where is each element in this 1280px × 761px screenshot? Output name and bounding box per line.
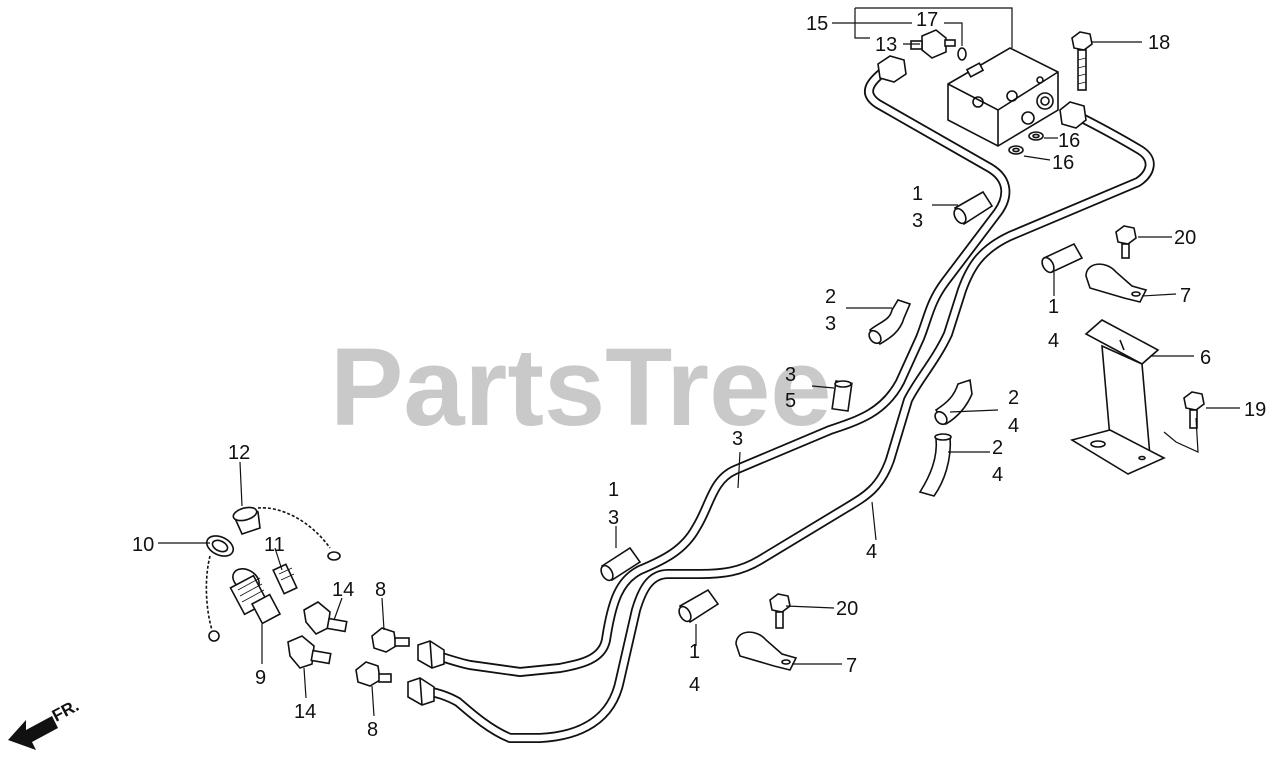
dust-cap-10[interactable] bbox=[204, 532, 237, 642]
tube-4-end-nut-front bbox=[407, 677, 435, 706]
callout-3-tube: 3 bbox=[732, 428, 743, 450]
callout-4-right-lower: 4 bbox=[992, 464, 1003, 486]
tube-3-end-nut-rear bbox=[877, 55, 907, 83]
callout-2-upper: 2 bbox=[825, 286, 836, 308]
elbow-14-upper[interactable] bbox=[303, 601, 348, 635]
callout-20-upper: 20 bbox=[1174, 227, 1196, 249]
hose-2-right-lower[interactable] bbox=[918, 433, 952, 497]
hose-1-upper[interactable] bbox=[952, 190, 994, 226]
tube-3[interactable] bbox=[423, 63, 1011, 677]
callout-1-middle: 1 bbox=[608, 479, 619, 501]
quick-coupler-9[interactable] bbox=[229, 564, 282, 625]
callout-13: 13 bbox=[875, 34, 897, 56]
callout-11: 11 bbox=[264, 534, 285, 556]
tube-3-end-nut-front bbox=[417, 640, 445, 669]
elbow-fitting-17[interactable] bbox=[910, 29, 956, 59]
adapter-11[interactable] bbox=[272, 563, 298, 595]
watermark-text: PartsTree bbox=[330, 326, 831, 449]
callout-5: 5 bbox=[785, 390, 796, 412]
callout-10: 10 bbox=[132, 534, 154, 556]
fitting-8-upper[interactable] bbox=[371, 627, 410, 653]
bolt-20-lower[interactable] bbox=[769, 593, 791, 629]
callout-8-upper: 8 bbox=[375, 579, 386, 601]
o-ring-16-lower[interactable] bbox=[1008, 145, 1024, 155]
bracket-6[interactable] bbox=[1069, 319, 1166, 475]
front-arrow-icon bbox=[8, 716, 58, 750]
elbow-14-lower[interactable] bbox=[287, 635, 332, 669]
clamp-7-upper[interactable] bbox=[1085, 263, 1148, 303]
callout-16-upper: 16 bbox=[1058, 130, 1080, 152]
leader-lines bbox=[158, 7, 1240, 717]
callout-4-right-upper: 4 bbox=[1008, 415, 1019, 437]
callout-4-tube: 4 bbox=[866, 541, 877, 563]
bolt-19[interactable] bbox=[1183, 391, 1205, 429]
callout-3-third: 3 bbox=[785, 364, 796, 386]
callout-2-right-upper: 2 bbox=[1008, 387, 1019, 409]
callout-6: 6 bbox=[1200, 347, 1211, 369]
valve-block[interactable] bbox=[947, 47, 1059, 147]
hose-1-right[interactable] bbox=[1040, 242, 1084, 274]
callout-7-upper: 7 bbox=[1180, 285, 1191, 307]
callout-1-upper: 1 bbox=[912, 183, 923, 205]
callout-1-lower: 1 bbox=[689, 641, 700, 663]
callout-20-lower: 20 bbox=[836, 598, 858, 620]
hose-1-lower[interactable] bbox=[677, 588, 720, 624]
callout-14-upper: 14 bbox=[332, 579, 354, 601]
callout-labels: 15 17 13 18 16 16 1 3 20 2 3 7 1 4 6 3 5… bbox=[132, 9, 1266, 741]
callout-2-right-lower: 2 bbox=[992, 437, 1003, 459]
clamp-7-lower[interactable] bbox=[735, 631, 798, 671]
callout-4-lower: 4 bbox=[689, 674, 700, 696]
callout-3-upper: 3 bbox=[912, 210, 923, 232]
o-ring-13[interactable] bbox=[957, 47, 967, 61]
bolt-20-upper[interactable] bbox=[1115, 225, 1137, 259]
dust-plug-12[interactable] bbox=[232, 505, 341, 561]
callout-17: 17 bbox=[916, 9, 938, 31]
callout-1-right: 1 bbox=[1048, 296, 1059, 318]
front-direction-indicator: FR. bbox=[8, 696, 82, 750]
tube-4-end-nut-rear bbox=[1059, 101, 1087, 129]
o-ring-16-upper[interactable] bbox=[1028, 131, 1044, 141]
hose-2-elbow-upper[interactable] bbox=[867, 299, 912, 346]
callout-16-lower: 16 bbox=[1052, 152, 1074, 174]
callout-12: 12 bbox=[228, 442, 250, 464]
callout-3-second: 3 bbox=[825, 313, 836, 335]
callout-18: 18 bbox=[1148, 32, 1170, 54]
callout-3-middle: 3 bbox=[608, 507, 619, 529]
callout-9: 9 bbox=[255, 667, 266, 689]
callout-4-right: 4 bbox=[1048, 330, 1059, 352]
callout-15: 15 bbox=[806, 13, 828, 35]
bolt-18[interactable] bbox=[1071, 31, 1093, 91]
hose-1-middle[interactable] bbox=[599, 546, 642, 582]
hose-2-elbow-right-upper[interactable] bbox=[933, 378, 973, 427]
hose-5[interactable] bbox=[831, 380, 853, 412]
callout-14-lower: 14 bbox=[294, 701, 316, 723]
tube-4[interactable] bbox=[415, 107, 1155, 743]
fitting-8-lower[interactable] bbox=[355, 661, 392, 687]
callout-8-lower: 8 bbox=[367, 719, 378, 741]
callout-7-lower: 7 bbox=[846, 655, 857, 677]
callout-19: 19 bbox=[1244, 399, 1266, 421]
